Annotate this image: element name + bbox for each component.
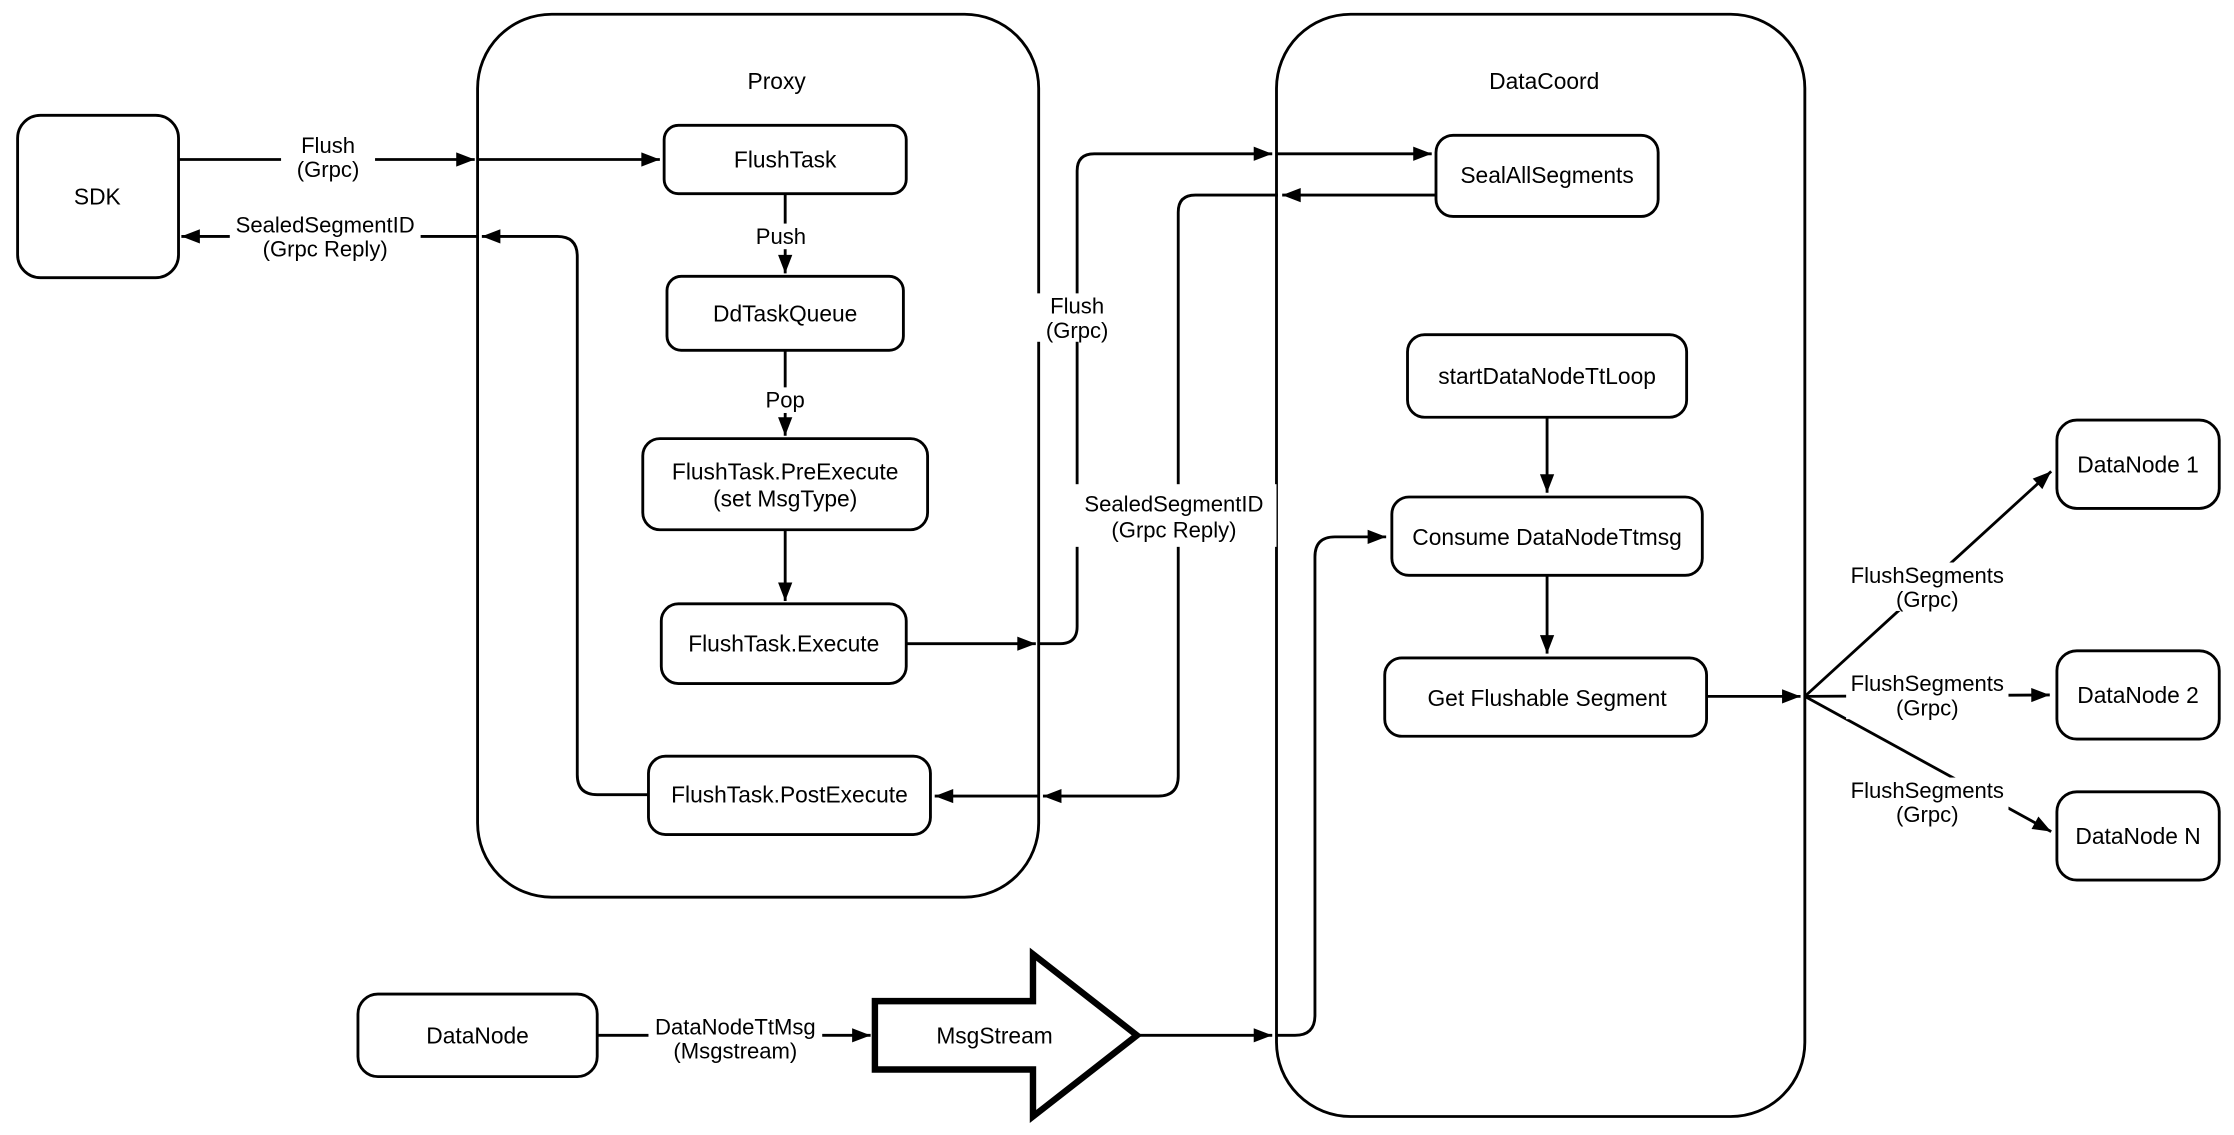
edge-label-sealed-internal-line1: SealedSegmentID [1084, 492, 1263, 517]
datanode1-node: DataNode 1 [2055, 418, 2221, 510]
datanoden-node-label: DataNode N [2075, 823, 2200, 849]
get-flushable-segment-node: Get Flushable Segment [1383, 656, 1708, 738]
edge-label-flush-request-line1: Flush [301, 133, 355, 158]
execute-node: FlushTask.Execute [659, 602, 908, 685]
edge-label-flush-internal-line1: Flush [1050, 294, 1104, 319]
startdatanodettloop-node: startDataNodeTtLoop [1406, 333, 1689, 419]
execute-node-label: FlushTask.Execute [688, 631, 879, 657]
datanode-node-label: DataNode [426, 1022, 529, 1048]
edge-label-datanode-ttmsg-line1: DataNodeTtMsg [655, 1014, 816, 1039]
edge-label-flush-request-line2: (Grpc) [297, 157, 360, 182]
postexecute-node-label: FlushTask.PostExecute [671, 782, 908, 808]
startdatanodettloop-node-label: startDataNodeTtLoop [1438, 363, 1656, 389]
edge-msgstream-riser [1276, 529, 1387, 1037]
edge-label-flushsegments-3-line1: FlushSegments [1851, 778, 2004, 803]
edge-label-sealed-reply: SealedSegmentID (Grpc Reply) [229, 212, 421, 262]
consume-datanodettmsg-node-label: Consume DataNodeTtmsg [1412, 524, 1682, 550]
ddtaskqueue-node: DdTaskQueue [665, 274, 905, 352]
edge-label-pop: Pop [755, 387, 816, 413]
sdk-node-label: SDK [74, 184, 121, 210]
msgstream-node: MsgStream [871, 947, 1143, 1124]
edge-label-flushsegments-2: FlushSegments (Grpc) [1846, 670, 2009, 720]
sealallsegments-node: SealAllSegments [1434, 133, 1660, 218]
preexecute-node: FlushTask.PreExecute (set MsgType) [641, 437, 930, 532]
datacoord-container-title: DataCoord [1489, 68, 1599, 94]
edge-flush-riser [1038, 146, 1273, 646]
ddtaskqueue-node-label: DdTaskQueue [713, 300, 857, 326]
edge-label-datanode-ttmsg-line2: (Msgstream) [673, 1038, 797, 1063]
preexecute-node-label-line2: (set MsgType) [713, 485, 857, 511]
edge-flushsegments-3 [1804, 695, 2052, 833]
edge-postexecute-return [481, 229, 649, 797]
proxy-container-title: Proxy [748, 68, 807, 94]
datanode1-node-label: DataNode 1 [2077, 451, 2199, 477]
edge-label-sealed-internal-line2: (Grpc Reply) [1111, 517, 1236, 542]
edge-label-flush-request: Flush (Grpc) [281, 132, 376, 182]
edge-label-pop-text: Pop [766, 388, 805, 413]
sdk-node: SDK [16, 113, 180, 280]
edge-label-sealed-reply-line2: (Grpc Reply) [263, 237, 388, 262]
edge-label-sealed-internal: SealedSegmentID (Grpc Reply) [1074, 484, 1277, 547]
datanoden-node: DataNode N [2055, 790, 2221, 882]
edge-label-flushsegments-3-line2: (Grpc) [1896, 802, 1959, 827]
flushtask-node-label: FlushTask [734, 146, 837, 172]
flushtask-node: FlushTask [662, 123, 908, 196]
edge-label-push-text: Push [756, 224, 806, 249]
edge-label-flushsegments-2-line2: (Grpc) [1896, 695, 1959, 720]
edge-label-flushsegments-1-line2: (Grpc) [1896, 587, 1959, 612]
edge-label-flushsegments-3: FlushSegments (Grpc) [1846, 777, 2009, 827]
edge-label-push: Push [743, 223, 818, 250]
msgstream-arrow-shape [871, 947, 1143, 1124]
preexecute-node-label-line1: FlushTask.PreExecute [672, 458, 898, 484]
datanode2-node: DataNode 2 [2055, 649, 2221, 741]
msgstream-node-label: MsgStream [936, 1022, 1052, 1048]
datanode-node: DataNode [356, 992, 599, 1079]
edge-label-flush-internal-line2: (Grpc) [1046, 318, 1109, 343]
datanode2-node-label: DataNode 2 [2077, 682, 2199, 708]
edge-label-flushsegments-1: FlushSegments (Grpc) [1846, 562, 2009, 612]
get-flushable-segment-node-label: Get Flushable Segment [1427, 685, 1667, 711]
edge-label-flushsegments-2-line1: FlushSegments [1851, 671, 2004, 696]
edge-label-datanode-ttmsg: DataNodeTtMsg (Msgstream) [648, 1013, 823, 1063]
sealallsegments-node-label: SealAllSegments [1460, 162, 1633, 188]
edge-label-flushsegments-1-line1: FlushSegments [1851, 563, 2004, 588]
consume-datanodettmsg-node: Consume DataNodeTtmsg [1390, 495, 1704, 577]
edge-label-sealed-reply-line1: SealedSegmentID [236, 213, 415, 238]
postexecute-node: FlushTask.PostExecute [647, 754, 932, 836]
edge-label-flush-internal: Flush (Grpc) [1030, 293, 1125, 343]
